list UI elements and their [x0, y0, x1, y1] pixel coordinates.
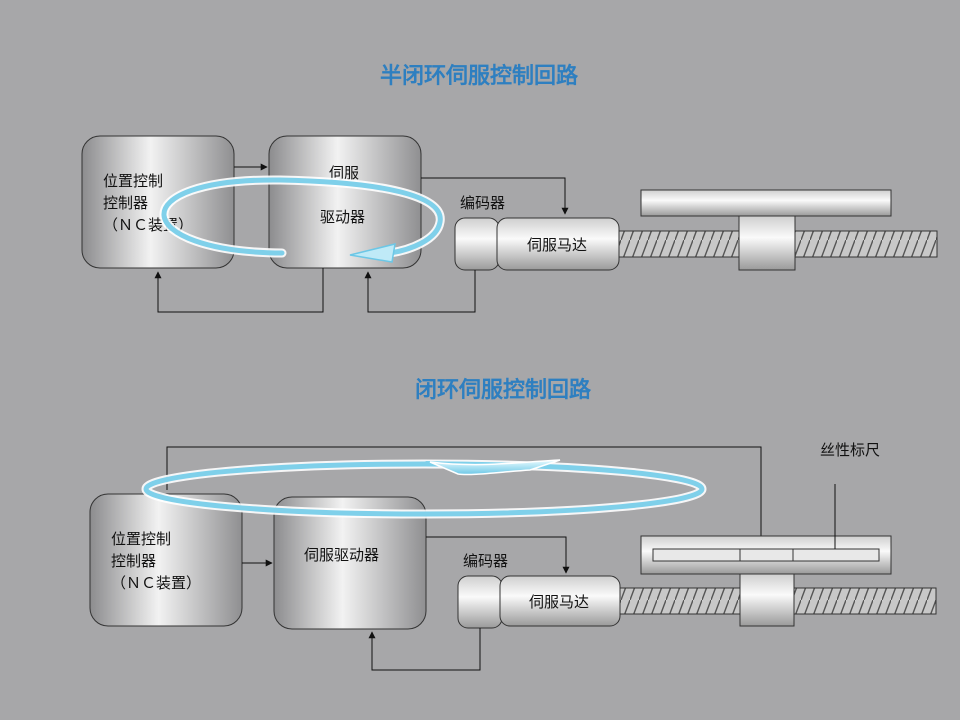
loop-arrow-2	[141, 459, 707, 519]
scale-feedback-line	[166, 446, 762, 537]
encoder-label: 编码器	[460, 194, 505, 212]
scale-label: 丝性标尺	[820, 441, 880, 459]
loop-arrow-1	[159, 175, 445, 263]
semi-closed-loop-diagram: 位置控制 控制器 （ＮＣ装置） 伺服 驱动器 编码器 伺服马达	[81, 135, 938, 313]
driver-label-line1: 伺服	[329, 164, 359, 182]
controller-label-line1: 位置控制	[111, 530, 171, 548]
servo-driver-box	[273, 496, 427, 630]
driver-label: 伺服驱动器	[304, 546, 379, 564]
screw-nut	[738, 215, 796, 271]
closed-loop-diagram: 位置控制 控制器 （ＮＣ装置） 伺服驱动器 编码器 伺服马达 丝性标尺	[89, 441, 937, 671]
controller-label-line2: 控制器	[111, 552, 156, 570]
linear-scale	[652, 548, 880, 562]
controller-label-line2: 控制器	[103, 194, 148, 212]
controller-label-line3: （ＮＣ装置）	[111, 574, 201, 592]
drive-signal-arrow	[421, 177, 569, 215]
speed-feedback-line	[154, 268, 324, 313]
title-semi-closed-loop: 半闭环伺服控制回路	[380, 63, 579, 89]
encoder-label: 编码器	[463, 552, 508, 570]
motor-label: 伺服马达	[527, 236, 587, 254]
screw-nut	[739, 573, 795, 627]
controller-label-line1: 位置控制	[103, 172, 163, 190]
driver-label-line2: 驱动器	[320, 208, 365, 226]
table-slide	[640, 189, 892, 217]
drive-signal-arrow	[426, 536, 570, 574]
title-closed-loop: 闭环伺服控制回路	[415, 377, 592, 403]
position-controller-box	[81, 135, 235, 269]
motor-label: 伺服马达	[529, 593, 589, 611]
position-feedback-line	[364, 270, 476, 313]
speed-feedback-line	[368, 628, 481, 671]
encoder-block	[457, 575, 503, 629]
encoder-block	[454, 217, 500, 271]
